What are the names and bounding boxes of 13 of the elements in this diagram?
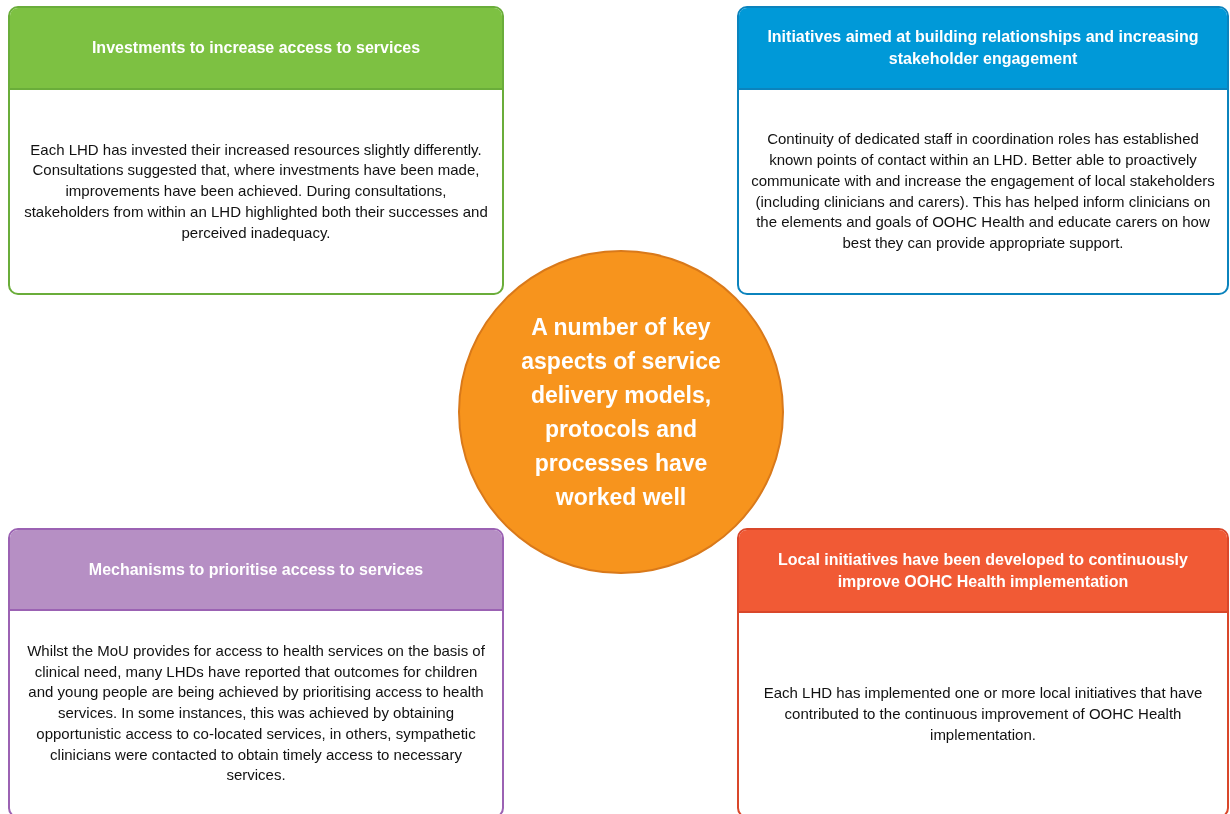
info-card [737,6,1229,295]
info-card [737,528,1229,814]
card-heading: Local initiatives have been developed to continuously improve OOHC Health implementation [777,549,1189,592]
info-card [8,528,504,814]
circle-text: A number of key aspects of service delivery models, protocols and processes have worked well [520,312,722,513]
card-body-text: Whilst the MoU provides for access to health services on the basis of clinical need, many LHDs have reported that outcomes for children and young people are being achieved by prioritising access to health services. In some instances, this was achieved by obtaining opportunistic access to co-located services, in others, sympathetic clinicians were contacted to obtain timely access to necessary services. [26,641,486,786]
card-body-text: Each LHD has invested their increased resources slightly differently. Consultations suggested that, where investments have been made, improvements have been achieved. During consultations, stakeholders from within an LHD highlighted both their successes and perceived inadequacy. [23,139,489,243]
card-body-text: Each LHD has implemented one or more local initiatives that have contributed to the continuous improvement of OOHC Health implementation. [762,683,1204,745]
info-card [8,6,504,295]
card-heading: Investments to increase access to services [91,38,421,59]
card-heading: Initiatives aimed at building relationships and increasing stakeholder engagement [766,27,1200,69]
card-body-text: Continuity of dedicated staff in coordination roles has established known points of contact within an LHD. Better able to proactively communicate with and increase the engagement of local stakeholders (including clinicians and carers). This has helped inform clinicians on the elements and goals of OOHC Health and educate carers on how best they can provide appropriate support. [751,129,1215,253]
card-heading: Mechanisms to prioritise access to services [88,559,424,580]
